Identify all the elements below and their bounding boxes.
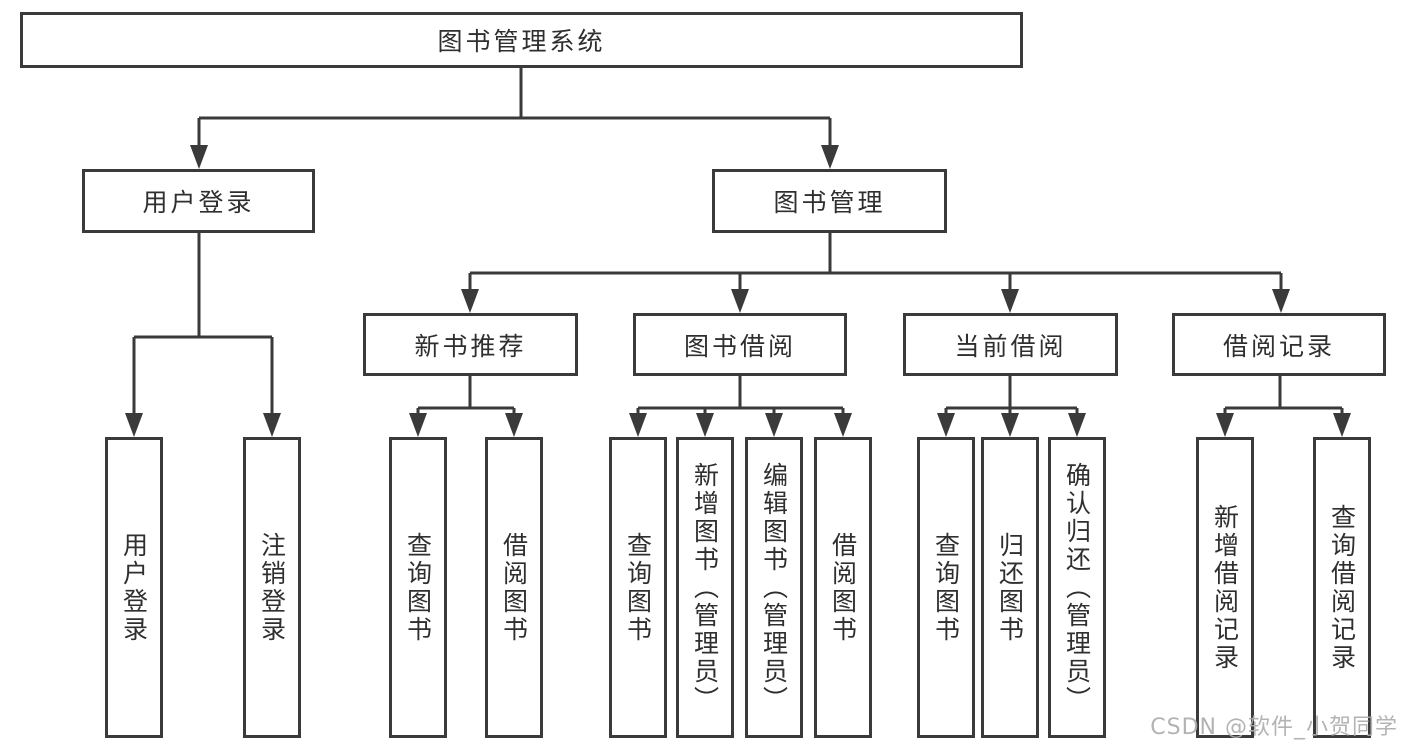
node-label: 确认归还（管理员） <box>1062 461 1092 714</box>
arrowhead <box>629 413 647 437</box>
node-label: 借阅图书 <box>499 531 529 644</box>
node-label: 编辑图书（管理员） <box>759 461 789 714</box>
arrowhead <box>834 413 852 437</box>
node-label: 借阅记录 <box>1222 331 1335 361</box>
leaf-query-borrow-record: 查询借阅记录 <box>1313 437 1371 738</box>
arrowhead <box>765 413 783 437</box>
connector-current-split <box>937 376 1086 437</box>
connector-login-split <box>125 233 281 437</box>
node-label: 图书管理系统 <box>437 27 606 56</box>
node-label: 用户登录 <box>119 531 149 644</box>
node-label: 查询图书 <box>931 531 961 644</box>
arrowhead <box>1001 413 1019 437</box>
connector-root-to-level2 <box>190 68 839 169</box>
leaf-confirm-return-admin: 确认归还（管理员） <box>1048 437 1106 738</box>
arrowhead <box>461 289 479 313</box>
connector-records-split <box>1216 376 1351 437</box>
arrowhead <box>1068 413 1086 437</box>
node-label: 图书借阅 <box>683 331 796 361</box>
node-book-management: 图书管理 <box>712 169 947 233</box>
arrowhead <box>125 413 143 437</box>
node-label: 用户登录 <box>142 188 255 217</box>
node-label: 新增借阅记录 <box>1210 503 1240 672</box>
arrowhead <box>1216 413 1234 437</box>
node-book-borrowing: 图书借阅 <box>633 313 847 376</box>
connector-rec-split <box>409 376 523 437</box>
leaf-logout: 注销登录 <box>243 437 301 738</box>
arrowhead <box>505 413 523 437</box>
arrowhead <box>937 413 955 437</box>
csdn-watermark: CSDN @软件_小贺同学 <box>1150 715 1398 740</box>
leaf-borrow-books-recommend: 借阅图书 <box>485 437 543 738</box>
arrowhead <box>731 289 749 313</box>
node-label: 新增图书（管理员） <box>690 461 720 714</box>
node-user-login: 用户登录 <box>82 169 315 233</box>
leaf-query-books-current: 查询图书 <box>917 437 975 738</box>
leaf-return-book: 归还图书 <box>981 437 1039 738</box>
arrowhead <box>409 413 427 437</box>
node-label: 查询图书 <box>623 531 653 644</box>
connector-mgmt-split <box>461 233 1290 313</box>
arrowhead <box>696 413 714 437</box>
leaf-query-books-recommend: 查询图书 <box>389 437 447 738</box>
leaf-add-book-admin: 新增图书（管理员） <box>676 437 734 738</box>
arrowhead <box>1001 289 1019 313</box>
leaf-add-borrow-record: 新增借阅记录 <box>1196 437 1254 738</box>
node-current-borrowing: 当前借阅 <box>903 313 1118 376</box>
node-label: 新书推荐 <box>414 331 527 361</box>
node-new-book-recommend: 新书推荐 <box>363 313 578 376</box>
node-label: 查询借阅记录 <box>1327 503 1357 672</box>
leaf-query-books-borrowing: 查询图书 <box>609 437 667 738</box>
arrowhead <box>263 413 281 437</box>
node-library-system: 图书管理系统 <box>20 12 1023 68</box>
node-label: 归还图书 <box>995 531 1025 644</box>
arrowhead <box>821 145 839 169</box>
node-borrowing-records: 借阅记录 <box>1172 313 1386 376</box>
node-label: 注销登录 <box>257 531 287 644</box>
node-label: 当前借阅 <box>954 331 1067 361</box>
arrowhead <box>1272 289 1290 313</box>
connector-borrow-split <box>629 376 852 437</box>
leaf-edit-book-admin: 编辑图书（管理员） <box>745 437 803 738</box>
node-label: 图书管理 <box>773 188 886 217</box>
leaf-borrow-books-borrowing: 借阅图书 <box>814 437 872 738</box>
node-label: 借阅图书 <box>828 531 858 644</box>
arrowhead <box>1333 413 1351 437</box>
node-label: 查询图书 <box>403 531 433 644</box>
arrowhead <box>190 145 208 169</box>
leaf-user-login: 用户登录 <box>105 437 163 738</box>
